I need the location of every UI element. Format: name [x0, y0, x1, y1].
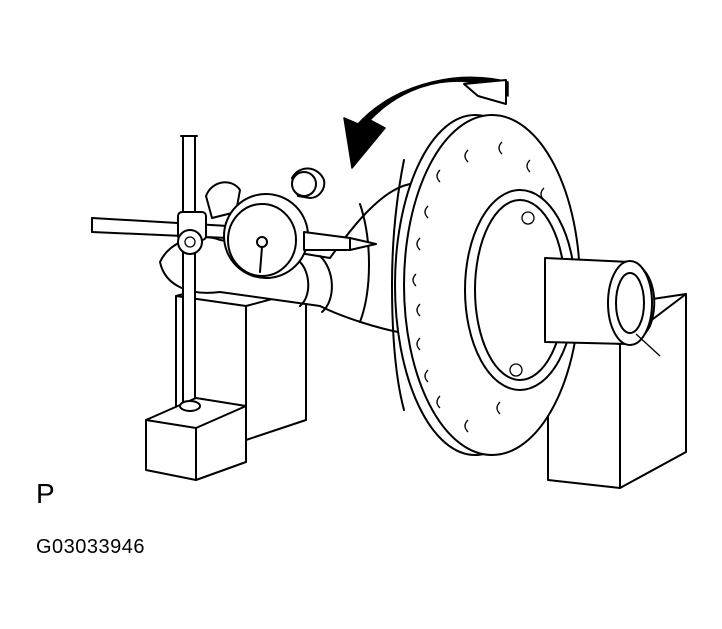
bolt-holes [412, 141, 545, 433]
curved-arrow-icon [343, 76, 509, 169]
dial-indicator-icon [223, 167, 377, 279]
stub-shaft [544, 257, 661, 357]
magnetic-base-icon [145, 397, 247, 481]
view-label: P [36, 478, 55, 509]
cross-arm [91, 217, 229, 239]
stand-rod [180, 135, 198, 409]
figure-code: G03033946 [36, 536, 146, 558]
stand-clamp [177, 181, 241, 255]
